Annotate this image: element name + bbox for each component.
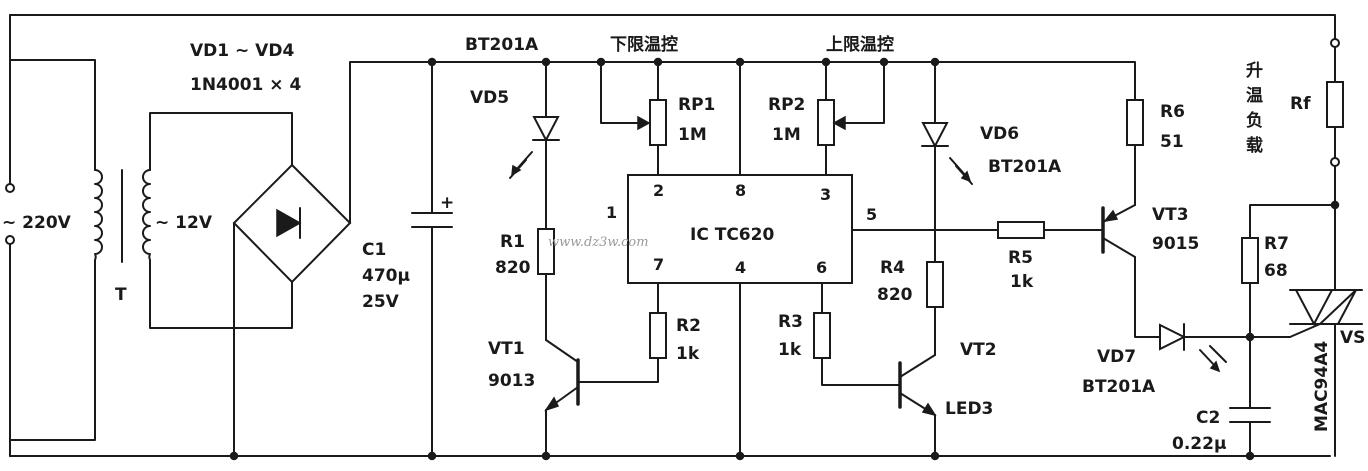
resistor-r2: [649, 282, 667, 359]
vd6-ref-label: VD6: [980, 124, 1019, 144]
junction-dots: [229, 57, 1340, 461]
triac-part-label: MAC94A4: [1312, 341, 1332, 432]
resistor-r1: [537, 228, 579, 363]
load-label-char-2: 温: [1246, 86, 1263, 106]
pin-3-label: 3: [820, 185, 831, 204]
transformer-label: T: [115, 285, 127, 305]
vt1-ref-label: VT1: [488, 339, 525, 359]
ic-tc620: [627, 61, 999, 457]
resistor-r5: [997, 221, 1104, 239]
r7-value-label: 68: [1264, 261, 1288, 281]
potentiometer-rp2: [817, 61, 885, 176]
pin-2-label: 2: [653, 181, 664, 200]
mains-voltage-label: ~ 220V: [2, 213, 72, 233]
r3-ref-label: R3: [778, 312, 803, 332]
vd5-part-label: BT201A: [465, 35, 539, 55]
transformer-t: [94, 112, 293, 329]
secondary-voltage-label: ~ 12V: [155, 213, 213, 233]
c2-value-label: 0.22μ: [1172, 434, 1226, 454]
bridge-rectifier: [232, 99, 352, 457]
load-label-char-1: 升: [1246, 61, 1263, 81]
transistor-vt3: [1101, 204, 1161, 338]
ic-label: IC TC620: [690, 225, 774, 245]
rp1-ref-label: RP1: [678, 95, 715, 115]
pin-4-label: 4: [735, 258, 746, 277]
r6-ref-label: R6: [1160, 102, 1185, 122]
vt1-part-label: 9013: [488, 371, 535, 391]
snubber-r7-c2: [1229, 204, 1336, 457]
triac-ref-label: VS: [1340, 328, 1365, 348]
r5-value-label: 1k: [1010, 272, 1034, 292]
vt3-part-label: 9015: [1152, 234, 1199, 254]
load-rf: [1326, 38, 1344, 206]
vd5-ref-label: VD5: [470, 88, 509, 108]
r7-ref-label: R7: [1264, 234, 1289, 254]
high-control-label: 上限温控: [826, 34, 894, 55]
r1-ref-label: R1: [500, 232, 525, 252]
c1-ref-label: C1: [362, 240, 386, 260]
load-label-char-3: 负: [1246, 110, 1263, 131]
bridge-ref-label: VD1 ~ VD4: [190, 41, 294, 61]
pin-8-label: 8: [735, 181, 746, 200]
vd7-part-label: BT201A: [1082, 377, 1156, 397]
r4-value-label: 820: [877, 285, 913, 305]
r5-ref-label: R5: [1008, 248, 1033, 268]
rf-ref-label: Rf: [1290, 94, 1311, 114]
vd7-ref-label: VD7: [1097, 347, 1136, 367]
mains-input: [5, 59, 96, 441]
component-labels: ~ 220V ~ 12V T VD1 ~ VD4 1N4001 × 4 C1 4…: [2, 34, 1365, 454]
r2-ref-label: R2: [676, 316, 701, 336]
led-vd6: [921, 61, 973, 263]
transistor-vt2: [898, 354, 937, 457]
transistor-vt1: [544, 357, 659, 457]
led-vd5: [509, 61, 560, 230]
load-label-char-4: 载: [1246, 135, 1263, 156]
vt2-ref-label: VT2: [960, 340, 997, 360]
r6-value-label: 51: [1160, 132, 1184, 152]
c2-ref-label: C2: [1196, 408, 1220, 428]
vt2-part-label: LED3: [945, 399, 993, 419]
resistor-r4: [926, 261, 944, 356]
r4-ref-label: R4: [880, 258, 905, 278]
c1-plus-label: +: [440, 193, 454, 213]
pin-5-label: 5: [866, 205, 877, 224]
rp2-value-label: 1M: [772, 125, 801, 145]
vd6-part-label: BT201A: [988, 157, 1062, 177]
pin-7-label: 7: [653, 255, 664, 274]
watermark: www.dz3w.com: [548, 235, 649, 250]
c1-voltage-label: 25V: [362, 292, 400, 312]
r1-value-label: 820: [495, 258, 531, 278]
potentiometer-rp1: [600, 61, 667, 176]
bridge-part-label: 1N4001 × 4: [190, 75, 301, 95]
led-vd7: [1159, 323, 1291, 373]
rp1-value-label: 1M: [678, 125, 707, 145]
rp2-ref-label: RP2: [768, 95, 805, 115]
capacitor-c1: [411, 61, 453, 457]
r2-value-label: 1k: [676, 344, 700, 364]
resistor-r6: [1126, 99, 1144, 206]
pin-1-label: 1: [606, 203, 617, 222]
resistor-r3: [813, 282, 901, 386]
pin-6-label: 6: [816, 258, 827, 277]
c1-capacitance-label: 470μ: [362, 266, 410, 286]
low-control-label: 下限温控: [610, 34, 678, 55]
r3-value-label: 1k: [778, 340, 802, 360]
vt3-ref-label: VT3: [1152, 205, 1189, 225]
